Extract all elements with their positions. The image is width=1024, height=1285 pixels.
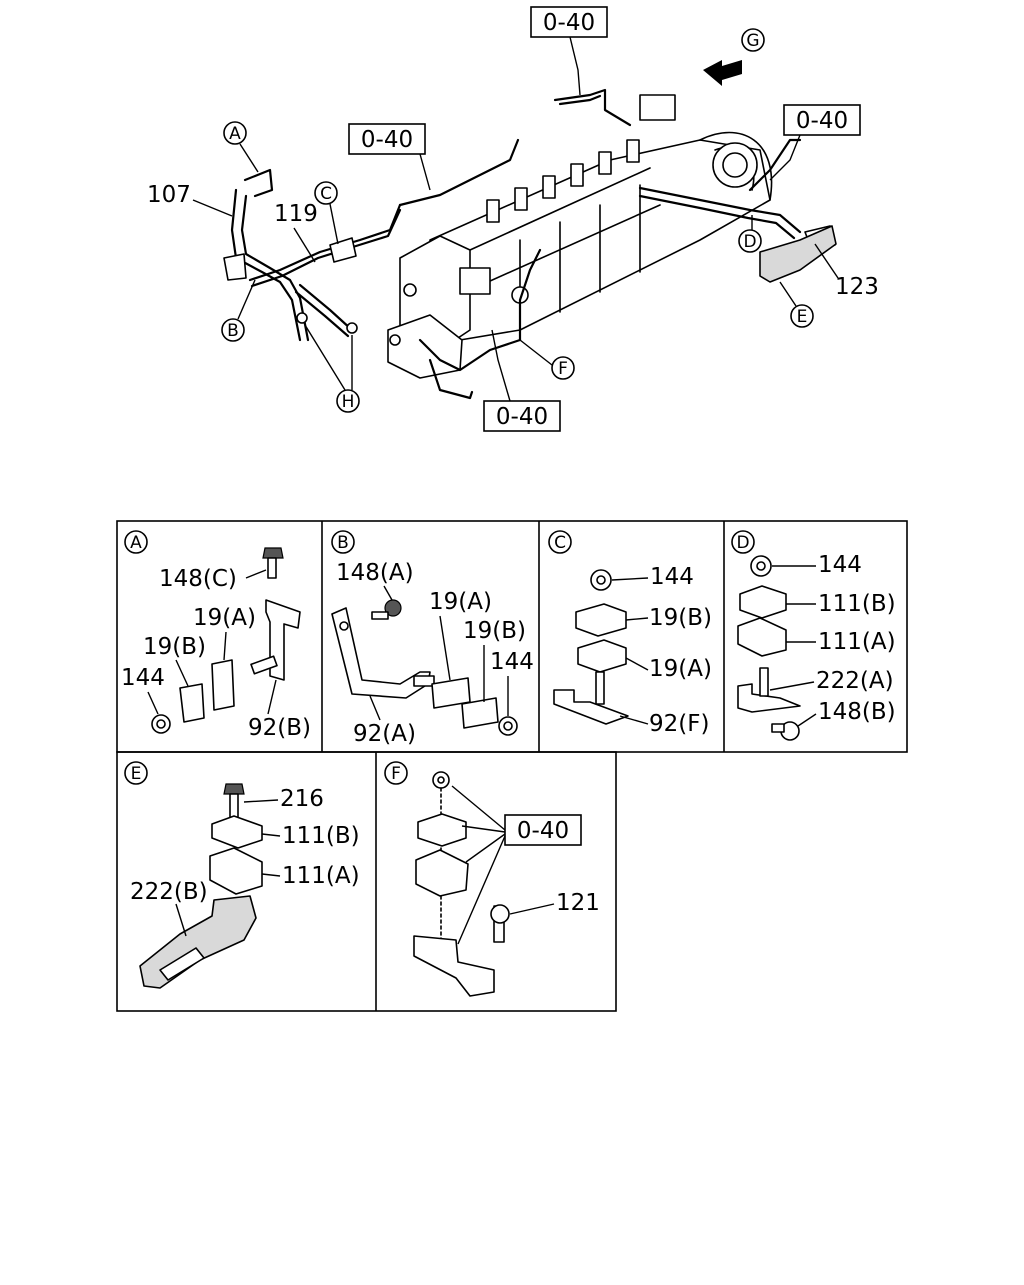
delivery-valve-row <box>486 139 640 223</box>
part-label: 148(A) <box>336 560 414 586</box>
callout-F: F <box>519 339 575 380</box>
ref-box-label: 0-40 <box>543 10 595 36</box>
callout-D: D <box>738 215 762 253</box>
callout-G: G <box>741 28 765 52</box>
part-label: 111(B) <box>282 823 360 849</box>
svg-text:G: G <box>746 31 759 51</box>
injection-pump-illustration <box>387 94 773 379</box>
part-label: 92(B) <box>248 715 311 741</box>
detail-letter: F <box>391 764 401 784</box>
detail-letter: C <box>554 533 566 553</box>
callout-B: B <box>221 279 256 342</box>
part-label: 144 <box>490 649 534 675</box>
part-label: 19(A) <box>649 656 712 682</box>
part-label: 111(B) <box>818 591 896 617</box>
callout-C: C <box>314 181 339 245</box>
pipe-bracket-107 <box>223 168 837 342</box>
part-label-119: 119 <box>274 201 318 227</box>
callout-A: A <box>223 121 259 173</box>
ref-box-top: 0-40 <box>530 6 608 38</box>
ref-box-bottom: 0-40 <box>483 400 561 432</box>
part-label: 144 <box>818 552 862 578</box>
detail-panel-B: B 148(A) 19(A) 19(B) 144 92(A) <box>331 530 534 747</box>
detail-panel-A: A 148(C) 19(A) 19(B) 144 92(B) <box>121 530 311 741</box>
main-assembly-view: 0-40 0-40 0-40 0-40 A B <box>147 6 879 432</box>
svg-text:D: D <box>743 232 756 252</box>
part-label-107: 107 <box>147 182 191 208</box>
part-label: 144 <box>650 564 694 590</box>
part-label: 19(B) <box>649 605 712 631</box>
svg-text:B: B <box>227 321 239 341</box>
ref-box-label: 0-40 <box>496 404 548 430</box>
detail-letter: E <box>131 764 142 784</box>
ref-box-label: 0-40 <box>361 127 413 153</box>
svg-text:F: F <box>558 359 568 379</box>
detail-letter: B <box>337 533 349 553</box>
detail-panel-F: F 0-40 121 <box>384 761 600 997</box>
view-arrow-icon <box>703 60 742 86</box>
svg-text:C: C <box>320 184 332 204</box>
part-label: 121 <box>556 890 600 916</box>
part-label: 92(F) <box>649 711 709 737</box>
part-label: 111(A) <box>818 629 896 655</box>
ref-box-left: 0-40 <box>348 123 426 155</box>
detail-panel-D: D 144 111(B) 111(A) 222(A) 148(B) <box>731 530 896 741</box>
ref-box-label: 0-40 <box>796 108 848 134</box>
detail-letter: A <box>130 533 142 553</box>
detail-letter: D <box>736 533 749 553</box>
part-label: 111(A) <box>282 863 360 889</box>
ref-box-right: 0-40 <box>783 104 861 136</box>
svg-text:A: A <box>229 124 241 144</box>
fuel-pipes <box>248 88 802 400</box>
part-label: 216 <box>280 786 324 812</box>
part-label: 222(A) <box>816 668 894 694</box>
part-label: 19(B) <box>463 618 526 644</box>
part-label: 148(B) <box>818 699 896 725</box>
part-label: 19(A) <box>429 589 492 615</box>
callout-H: H <box>304 324 360 413</box>
part-label: 144 <box>121 665 165 691</box>
svg-text:H: H <box>342 392 355 412</box>
ref-box-label: 0-40 <box>517 818 569 844</box>
detail-panel-E: E 216 111(B) 111(A) 222(B) <box>124 761 360 989</box>
part-label: 19(B) <box>143 634 206 660</box>
part-label: 92(A) <box>353 721 416 747</box>
callout-E: E <box>779 281 814 328</box>
part-label-123: 123 <box>835 274 879 300</box>
svg-text:E: E <box>797 307 808 327</box>
detail-grid <box>116 520 908 1012</box>
detail-panel-C: C 144 19(B) 19(A) 92(F) <box>548 530 712 737</box>
part-label: 222(B) <box>130 879 208 905</box>
part-label: 148(C) <box>159 566 237 592</box>
part-label: 19(A) <box>193 605 256 631</box>
